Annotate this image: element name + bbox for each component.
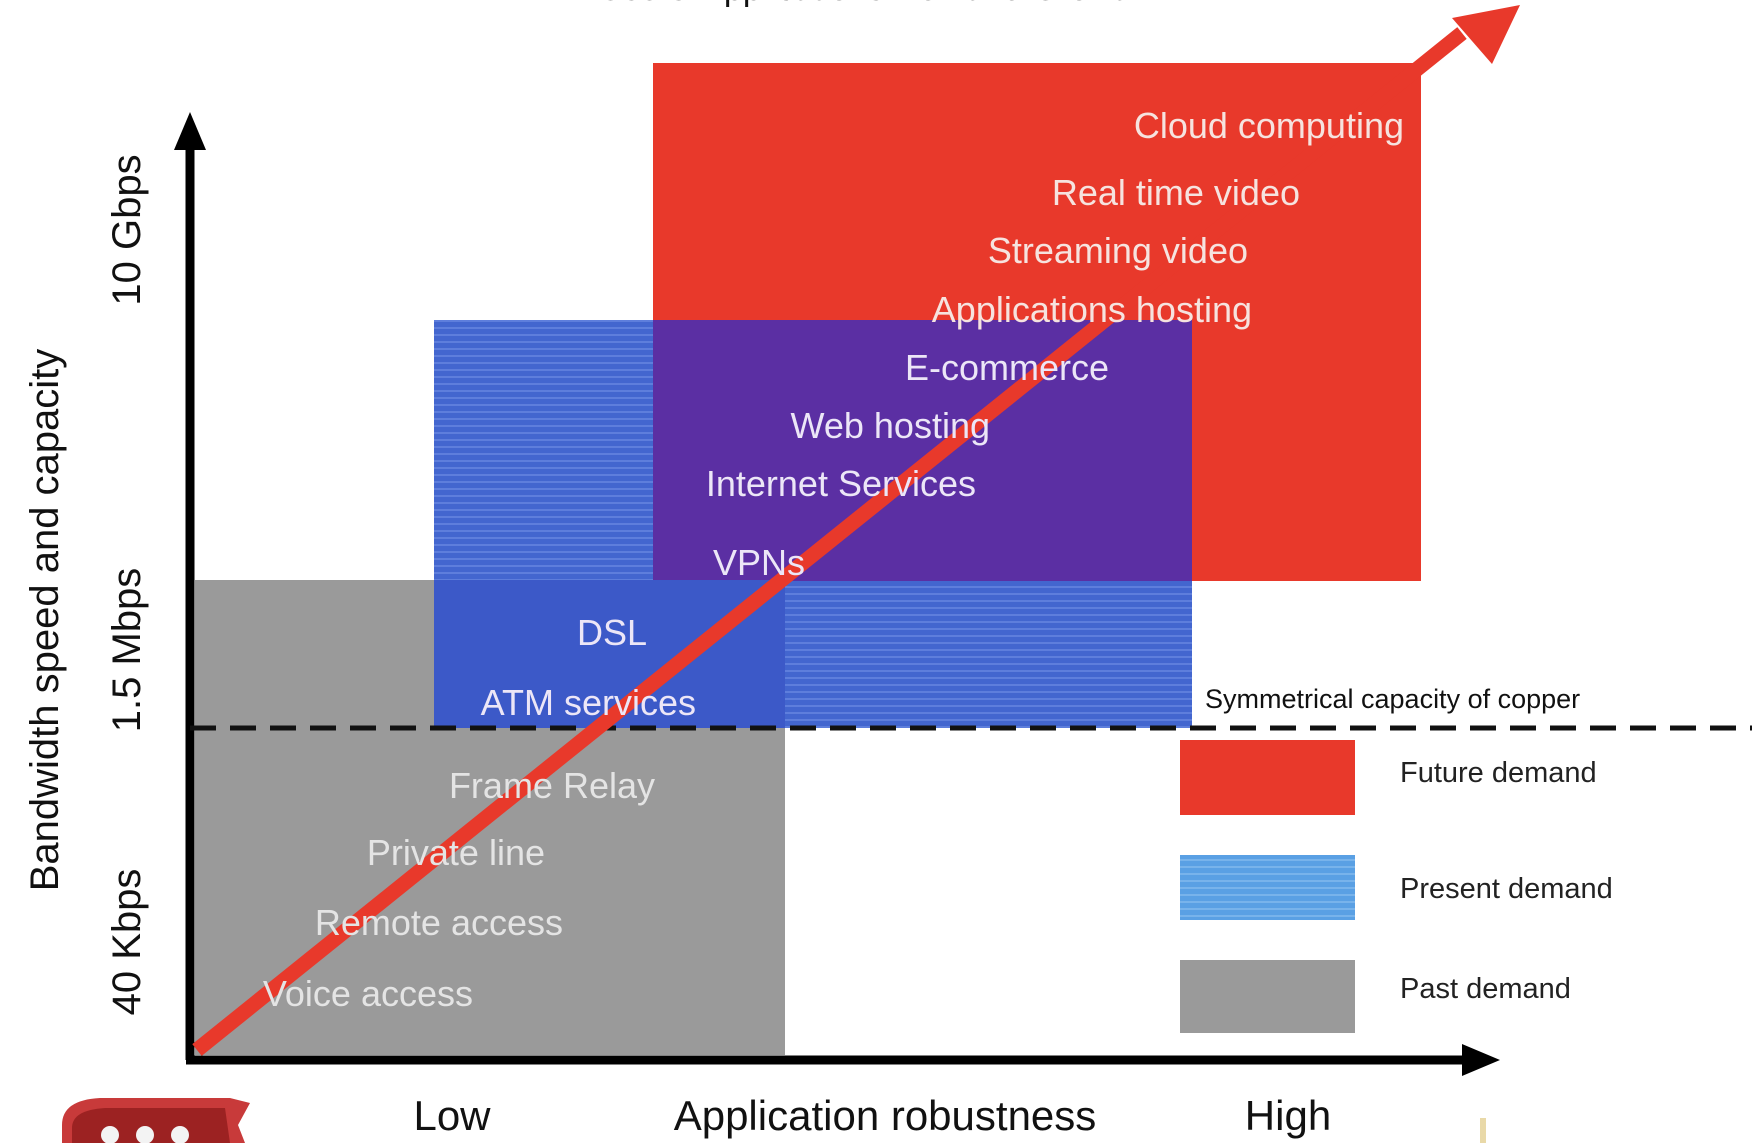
trend-arrow-line <box>192 27 1467 1056</box>
future-item: Cloud computing <box>1134 105 1404 146</box>
future-demand-items: Cloud computing Real time video Streamin… <box>932 105 1404 330</box>
diagram-title: Users' Applications Demand Growth <box>598 0 1141 8</box>
y-axis-arrowhead <box>174 112 206 150</box>
legend-swatch-present <box>1180 855 1355 920</box>
past-item: Remote access <box>315 902 563 943</box>
future-item: Streaming video <box>988 230 1248 271</box>
future-present-overlap <box>653 320 1192 581</box>
x-axis-arrowhead <box>1462 1044 1500 1076</box>
past-demand-items: Frame Relay Private line Remote access V… <box>263 765 655 1014</box>
present-item: ATM services <box>481 682 696 723</box>
past-item: Frame Relay <box>449 765 655 806</box>
present-item: E-commerce <box>905 347 1109 388</box>
trend-arrowhead <box>1452 5 1520 64</box>
x-low-label: Low <box>413 1092 491 1139</box>
legend-label-past: Past demand <box>1400 973 1571 1005</box>
future-item: Real time video <box>1052 172 1300 213</box>
present-item: DSL <box>577 612 647 653</box>
legend-label-present: Present demand <box>1400 873 1613 905</box>
x-axis-label: Application robustness <box>674 1092 1097 1139</box>
y-tick-label: 10 Gbps <box>105 154 149 305</box>
present-item: VPNs <box>713 542 805 583</box>
legend: Future demand Present demand Past demand <box>1180 740 1613 1033</box>
legend-label-future: Future demand <box>1400 757 1597 789</box>
copper-capacity-label: Symmetrical capacity of copper <box>1205 684 1580 714</box>
legend-swatch-past <box>1180 960 1355 1033</box>
future-item: Applications hosting <box>932 289 1252 330</box>
present-item: Internet Services <box>706 463 976 504</box>
past-present-overlap <box>434 580 785 728</box>
y-tick-label: 40 Kbps <box>105 869 149 1016</box>
y-axis-label: Bandwidth speed and capacity <box>23 349 67 892</box>
corner-mark <box>1480 1118 1486 1143</box>
logo-badge <box>62 1098 250 1143</box>
past-item: Private line <box>367 832 545 873</box>
present-demand-items: E-commerce Web hosting Internet Services… <box>481 347 1109 723</box>
y-tick-label: 1.5 Mbps <box>105 568 149 733</box>
present-item: Web hosting <box>791 405 990 446</box>
past-item: Voice access <box>263 973 473 1014</box>
legend-swatch-future <box>1180 740 1355 815</box>
x-high-label: High <box>1245 1092 1331 1139</box>
